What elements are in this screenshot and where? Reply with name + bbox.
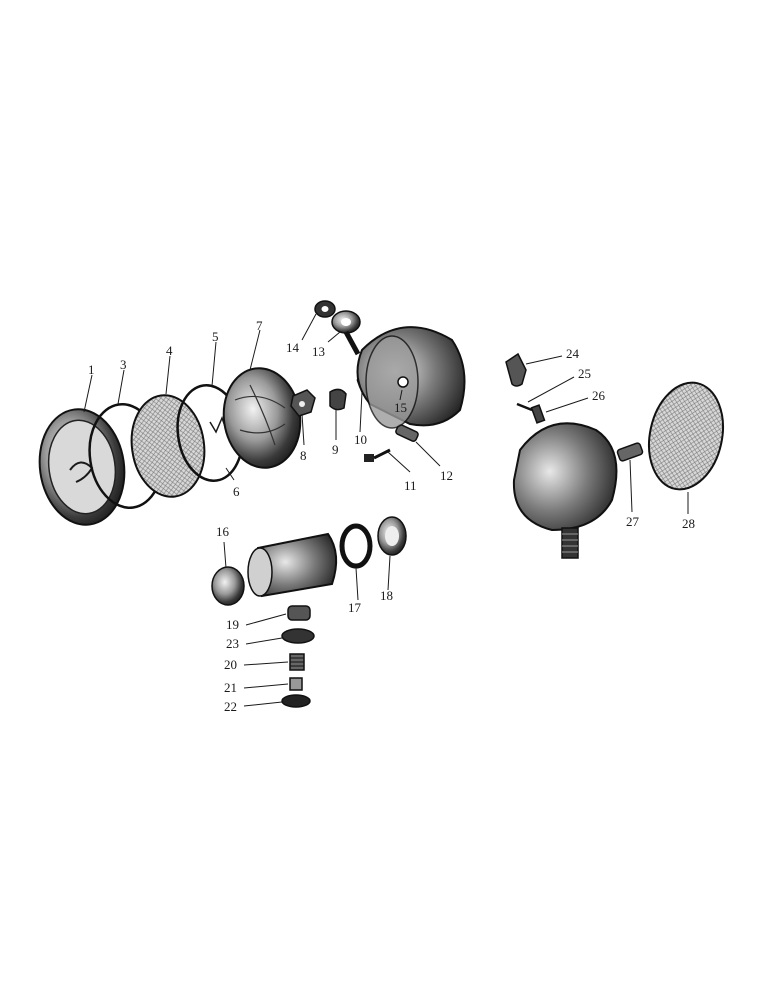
- part-body-work-lamp: [512, 422, 618, 559]
- label-part-18: 18: [380, 588, 393, 603]
- part-13-bracket-washer: [331, 310, 361, 356]
- label-part-14: 14: [286, 340, 300, 355]
- label-part-7: 7: [256, 318, 263, 333]
- part-20-spring: [289, 653, 305, 671]
- part-17-ring: [339, 523, 373, 569]
- label-part-16: 16: [216, 524, 230, 539]
- label-part-9: 9: [332, 442, 339, 457]
- label-part-22: 22: [224, 699, 237, 714]
- label-part-12: 12: [440, 468, 453, 483]
- part-9-connector: [329, 388, 347, 411]
- leader-lines: [83, 313, 689, 707]
- part-1-rim: [38, 408, 126, 526]
- part-25-screw: [516, 402, 533, 412]
- part-26-terminal-post: [530, 404, 546, 424]
- label-part-21: 21: [224, 680, 237, 695]
- part-23-washer: [281, 628, 315, 644]
- part-7-reflector: [222, 367, 302, 469]
- label-part-1: 1: [88, 362, 95, 377]
- label-part-13: 13: [312, 344, 325, 359]
- label-part-15: 15: [394, 400, 407, 415]
- label-part-8: 8: [300, 448, 307, 463]
- part-16-cap: [211, 566, 245, 606]
- label-part-19: 19: [226, 617, 239, 632]
- part-4-lens: [130, 394, 206, 498]
- part-12-terminal: [395, 424, 419, 442]
- part-15-headlamp-shell: [356, 326, 466, 429]
- part-28-lens: [648, 381, 724, 491]
- label-part-3: 3: [120, 357, 127, 372]
- label-part-26: 26: [592, 388, 606, 403]
- label-part-4: 4: [166, 343, 173, 358]
- label-part-28: 28: [682, 516, 695, 531]
- part-22-washer: [281, 694, 311, 708]
- part-18-ring: [377, 516, 407, 556]
- label-part-6: 6: [233, 484, 240, 499]
- part-27-switch: [616, 442, 644, 462]
- label-part-20: 20: [224, 657, 237, 672]
- label-part-5: 5: [212, 329, 219, 344]
- part-11-screw: [364, 448, 391, 462]
- label-part-10: 10: [354, 432, 367, 447]
- label-part-25: 25: [578, 366, 591, 381]
- part-14-nut: [314, 300, 336, 318]
- part-21-bush: [289, 677, 303, 691]
- part-8-bulb-holder: [290, 389, 316, 417]
- part-24-bulb: [505, 352, 527, 387]
- part-19-bolt-head: [287, 605, 311, 621]
- label-part-11: 11: [404, 478, 417, 493]
- label-part-23: 23: [226, 636, 239, 651]
- label-part-24: 24: [566, 346, 580, 361]
- part-17-sleeve: [247, 532, 338, 598]
- label-part-17: 17: [348, 600, 362, 615]
- label-part-27: 27: [626, 514, 640, 529]
